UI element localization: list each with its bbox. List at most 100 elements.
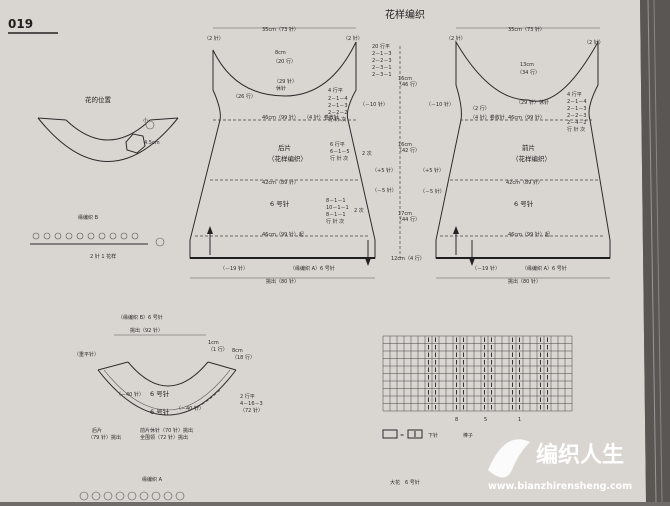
svg-text:行 针 次: 行 针 次: [328, 116, 346, 123]
chart-col-5: 5: [484, 417, 487, 423]
svg-text:46cm（99 针）起: 46cm（99 针）起: [262, 231, 304, 238]
svg-text:（缘编织 A）6 号针: （缘编织 A）6 号针: [522, 265, 567, 272]
svg-text:8cm: 8cm: [275, 50, 286, 56]
svg-text:17cm: 17cm: [398, 211, 412, 217]
stitch-chart-grid: [382, 335, 573, 412]
back-piece-diagram: 35cm（73 针） （2 针） （2 针） 8cm （20 行） （29 针）…: [189, 26, 425, 285]
svg-text:2－4－2: 2－4－2: [567, 120, 587, 126]
svg-text:6－1－5: 6－1－5: [330, 149, 350, 155]
page-spine: [640, 0, 670, 502]
svg-text:42cm（89 针）: 42cm（89 针）: [506, 179, 543, 186]
svg-text:（26 行）: （26 行）: [233, 93, 256, 100]
svg-text:4.5cm: 4.5cm: [144, 140, 160, 146]
svg-text:（44 行）: （44 行）: [397, 216, 420, 223]
svg-text:（34 行）: （34 行）: [517, 69, 540, 76]
svg-text:2－2－3: 2－2－3: [567, 113, 587, 119]
svg-text:42cm（89 针）: 42cm（89 针）: [262, 179, 299, 186]
svg-text:（缘编织 B）6 号针: （缘编织 B）6 号针: [118, 314, 163, 321]
svg-text:（1 行）: （1 行）: [208, 346, 228, 353]
svg-text:（花样编织）: （花样编织）: [268, 154, 307, 163]
svg-text:46cm（99 针）: 46cm（99 针）: [508, 114, 545, 121]
svg-text:6 号针: 6 号针: [150, 407, 170, 416]
legend-equals: =: [400, 433, 404, 439]
svg-text:（－5 针）: （－5 针）: [372, 187, 397, 194]
svg-text:（花样编织）: （花样编织）: [512, 154, 551, 163]
svg-text:2－1－3: 2－1－3: [567, 106, 587, 112]
svg-text:35cm（73 针）: 35cm（73 针）: [508, 26, 545, 33]
svg-text:（4 针）卷收针: （4 针）卷收针: [470, 114, 505, 121]
svg-text:2－3－1: 2－3－1: [372, 65, 392, 71]
watermark-brand: 编织人生: [536, 442, 624, 468]
edge-b-chart: [30, 232, 165, 247]
svg-text:10－1－1: 10－1－1: [326, 205, 349, 211]
front-piece-diagram: 35cm（73 针） （2 针） （2 针） 13cm （34 行） （29 针…: [420, 26, 611, 285]
legend-text: 下针: [428, 432, 438, 439]
legend-knit-box: [407, 429, 423, 439]
svg-text:13cm: 13cm: [520, 62, 534, 68]
svg-text:20 行平: 20 行平: [372, 43, 390, 50]
svg-text:4 行平: 4 行平: [328, 87, 343, 94]
yarn-logo-icon: [488, 439, 530, 478]
flower-position-label: 花的位置: [85, 95, 112, 104]
svg-text:16cm: 16cm: [398, 142, 412, 148]
svg-text:（46 行）: （46 行）: [397, 81, 420, 88]
svg-text:2－2－3: 2－2－3: [372, 58, 392, 64]
svg-text:前片休针（70 针）挑出: 前片休针（70 针）挑出: [140, 427, 193, 434]
svg-text:2－3－1: 2－3－1: [372, 72, 392, 78]
svg-text:（－40 针）: （－40 针）: [176, 405, 204, 412]
svg-text:挑出（92 针）: 挑出（92 针）: [130, 327, 163, 334]
legend-empty-box: [382, 429, 398, 439]
svg-text:（29 针）休针: （29 针）休针: [516, 99, 549, 106]
svg-text:后片: 后片: [92, 427, 102, 434]
flower-marker-icon: [125, 133, 146, 154]
pattern-title: 花样编织: [385, 8, 425, 21]
svg-text:4 行平: 4 行平: [567, 91, 582, 98]
svg-text:全围领（72 针）挑出: 全围领（72 针）挑出: [140, 434, 188, 441]
svg-text:（29 针）: （29 针）: [274, 78, 297, 85]
svg-text:2－2－2: 2－2－2: [328, 110, 348, 116]
pattern-number: 019: [8, 17, 33, 31]
svg-text:（－19 针）: （－19 针）: [220, 265, 248, 272]
edge-b-label: 缘编织 B: [78, 214, 99, 221]
paper-sheet: [0, 0, 646, 502]
svg-text:12cm（4 行）: 12cm（4 行）: [391, 255, 425, 262]
svg-text:1cm: 1cm: [208, 340, 219, 346]
svg-text:（缘编织 A）6 号针: （缘编织 A）6 号针: [290, 265, 335, 272]
svg-text:（+5 针）: （+5 针）: [372, 167, 396, 174]
svg-text:6 行平: 6 行平: [330, 141, 345, 148]
svg-text:（2 针）: （2 针）: [343, 35, 363, 42]
svg-text:2－1－3: 2－1－3: [372, 51, 392, 57]
svg-text:（－10 针）: （－10 针）: [426, 101, 454, 108]
svg-text:（－40 针）: （－40 针）: [116, 391, 144, 398]
chart-col-8: 8: [455, 417, 458, 423]
svg-text:16cm: 16cm: [398, 76, 412, 82]
svg-text:（－19 针）: （－19 针）: [472, 265, 500, 272]
svg-text:（20 行）: （20 行）: [273, 58, 296, 65]
svg-text:（2 行）: （2 行）: [470, 105, 490, 112]
svg-text:8－1－1: 8－1－1: [326, 212, 346, 218]
svg-text:2 次: 2 次: [362, 150, 372, 157]
svg-text:（2 针）: （2 针）: [446, 35, 466, 42]
watermark: 编织人生 www.bianzhirensheng.com: [488, 439, 632, 492]
svg-text:46cm（99 针）起: 46cm（99 针）起: [508, 231, 550, 238]
svg-text:挑出（80 针）: 挑出（80 针）: [508, 278, 541, 285]
svg-text:2－1－4: 2－1－4: [567, 99, 587, 105]
svg-text:46cm（99 针）: 46cm（99 针）: [262, 114, 299, 121]
svg-text:（－10 针）: （－10 针）: [360, 101, 388, 108]
svg-text:（18 行）: （18 行）: [232, 354, 255, 361]
svg-text:行 针 次: 行 针 次: [326, 218, 344, 225]
svg-text:小: 小: [143, 117, 148, 124]
svg-text:（79 针）挑出: （79 针）挑出: [88, 434, 121, 441]
chart-col-1: 1: [518, 417, 521, 423]
svg-text:（2 针）: （2 针）: [204, 35, 224, 42]
svg-text:休针: 休针: [276, 85, 286, 92]
big-flower-label: 大花 6 号针: [390, 479, 420, 486]
svg-text:4－16－3: 4－16－3: [240, 401, 263, 407]
svg-text:8cm: 8cm: [232, 348, 243, 354]
svg-text:（重平针）: （重平针）: [74, 351, 99, 358]
svg-text:2 次: 2 次: [354, 207, 364, 214]
svg-text:行 针 次: 行 针 次: [330, 155, 348, 162]
svg-text:（－5 针）: （－5 针）: [420, 188, 445, 195]
svg-text:前片: 前片: [522, 143, 535, 152]
